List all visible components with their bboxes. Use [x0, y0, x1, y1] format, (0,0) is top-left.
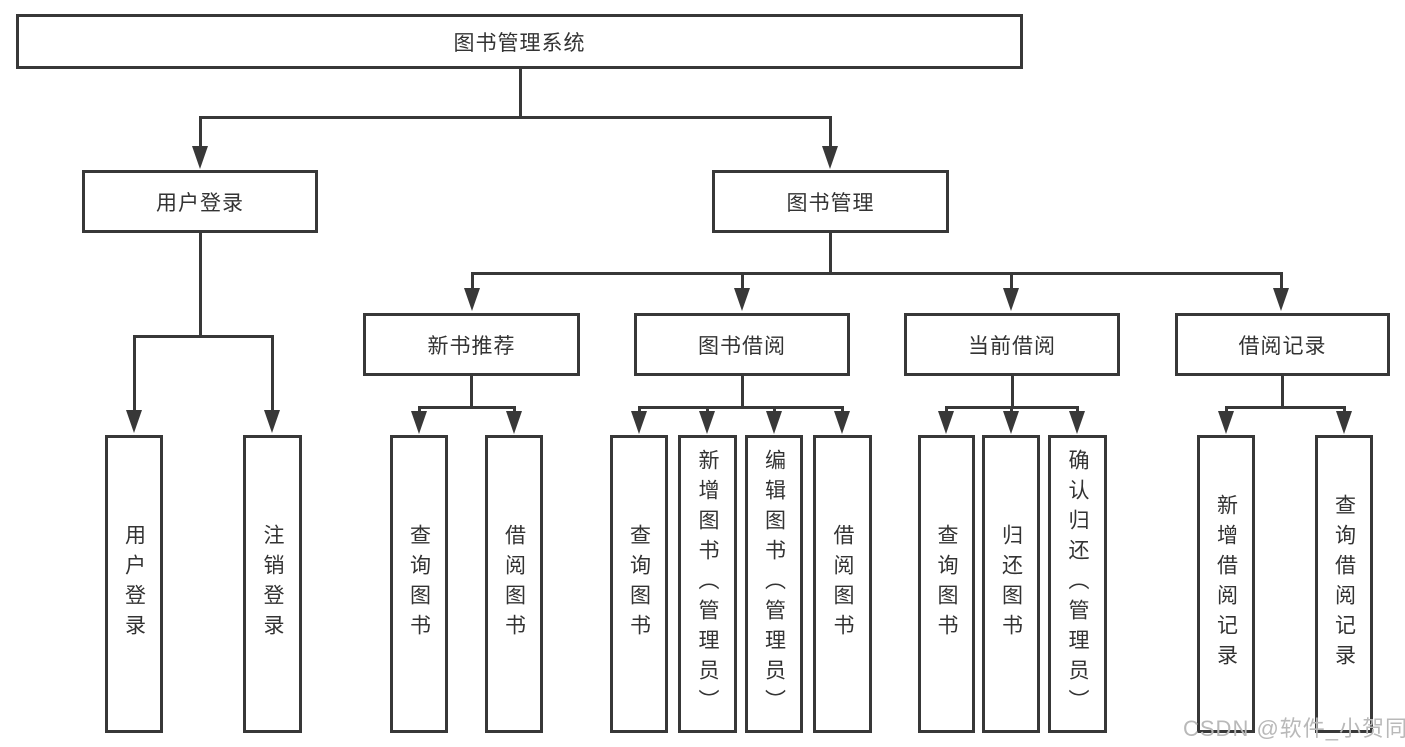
- connector-current-borrow-drop: [1010, 273, 1013, 290]
- node-leaf-recommend-query-book: 查询图书: [390, 435, 448, 733]
- connector-borrow-records-leaf2-drop: [1343, 407, 1346, 413]
- node-leaf-logout: 注销登录: [243, 435, 302, 733]
- connector-borrow-records-stem: [1281, 376, 1284, 407]
- node-leaf-borrow-add-book: 新增图书（管理员）: [678, 435, 737, 733]
- node-current-borrow: 当前借阅: [904, 313, 1120, 376]
- arrowhead-leaf-user-login: [126, 410, 142, 433]
- arrowhead-book-borrow-leaf1: [631, 411, 647, 434]
- arrowhead-recommend-leaf1: [411, 411, 427, 434]
- node-leaf-recommend-borrow-book: 借阅图书: [485, 435, 543, 733]
- watermark: CSDN @软件_小贺同学: [1183, 716, 1405, 741]
- node-new-book-recommend: 新书推荐: [363, 313, 580, 376]
- arrowhead-borrow-records: [1273, 288, 1289, 311]
- arrowhead-book-borrow-leaf4: [834, 411, 850, 434]
- connector-root-stem: [519, 69, 522, 117]
- connector-book-management-stem: [829, 233, 832, 273]
- connector-current-borrow-leaf3-drop: [1076, 407, 1079, 413]
- connector-user-login-stem: [199, 233, 202, 336]
- node-leaf-borrow-edit-book: 编辑图书（管理员）: [745, 435, 803, 733]
- node-library-management-system: 图书管理系统: [16, 14, 1023, 69]
- arrowhead-current-borrow-leaf2: [1003, 411, 1019, 434]
- connector-current-borrow-stem: [1011, 376, 1014, 407]
- arrowhead-user-login: [192, 146, 208, 169]
- node-book-borrow: 图书借阅: [634, 313, 850, 376]
- arrowhead-book-borrow: [734, 288, 750, 311]
- connector-leaf-user-login-drop: [133, 336, 136, 412]
- connector-book-borrow-drop: [741, 273, 744, 290]
- connector-user-login-split-bar: [133, 335, 274, 338]
- connector-book-borrow-leaf4-drop: [841, 407, 844, 413]
- arrowhead-current-borrow-leaf1: [938, 411, 954, 434]
- arrowhead-borrow-records-leaf1: [1218, 411, 1234, 434]
- node-leaf-current-query-book: 查询图书: [918, 435, 975, 733]
- connector-book-management-drop: [829, 117, 832, 148]
- connector-user-login-drop: [199, 117, 202, 148]
- connector-level3-bar: [471, 272, 1283, 275]
- connector-book-borrow-leaf1-drop: [638, 407, 641, 413]
- arrowhead-leaf-logout: [264, 410, 280, 433]
- connector-recommend-split-bar: [418, 406, 516, 409]
- node-leaf-records-query-record: 查询借阅记录: [1315, 435, 1373, 733]
- node-leaf-current-confirm-return: 确认归还（管理员）: [1048, 435, 1107, 733]
- arrowhead-current-borrow: [1003, 288, 1019, 311]
- node-user-login: 用户登录: [82, 170, 318, 233]
- connector-book-borrow-stem: [741, 376, 744, 407]
- node-leaf-records-add-record: 新增借阅记录: [1197, 435, 1255, 733]
- connector-recommend-leaf2-drop: [513, 407, 516, 413]
- node-leaf-user-login: 用户登录: [105, 435, 163, 733]
- arrowhead-book-management: [822, 146, 838, 169]
- connector-book-borrow-leaf2-drop: [706, 407, 709, 413]
- arrowhead-book-borrow-leaf2: [699, 411, 715, 434]
- connector-leaf-logout-drop: [271, 336, 274, 412]
- connector-recommend-stem: [470, 376, 473, 407]
- arrowhead-borrow-records-leaf2: [1336, 411, 1352, 434]
- connector-book-borrow-split-bar: [638, 406, 844, 409]
- connector-borrow-records-drop: [1280, 273, 1283, 290]
- arrowhead-recommend: [464, 288, 480, 311]
- connector-recommend-leaf1-drop: [418, 407, 421, 413]
- node-book-management: 图书管理: [712, 170, 949, 233]
- connector-recommend-drop: [471, 273, 474, 290]
- node-leaf-current-return-book: 归还图书: [982, 435, 1040, 733]
- connector-borrow-records-leaf1-drop: [1225, 407, 1228, 413]
- connector-level2-bar: [199, 116, 832, 119]
- connector-current-borrow-leaf2-drop: [1010, 407, 1013, 413]
- node-borrow-records: 借阅记录: [1175, 313, 1390, 376]
- connector-book-borrow-leaf3-drop: [773, 407, 776, 413]
- arrowhead-book-borrow-leaf3: [766, 411, 782, 434]
- node-leaf-borrow-borrow-book: 借阅图书: [813, 435, 872, 733]
- connector-borrow-records-split-bar: [1225, 406, 1346, 409]
- connector-current-borrow-leaf1-drop: [945, 407, 948, 413]
- arrowhead-recommend-leaf2: [506, 411, 522, 434]
- node-leaf-borrow-query-book: 查询图书: [610, 435, 668, 733]
- arrowhead-current-borrow-leaf3: [1069, 411, 1085, 434]
